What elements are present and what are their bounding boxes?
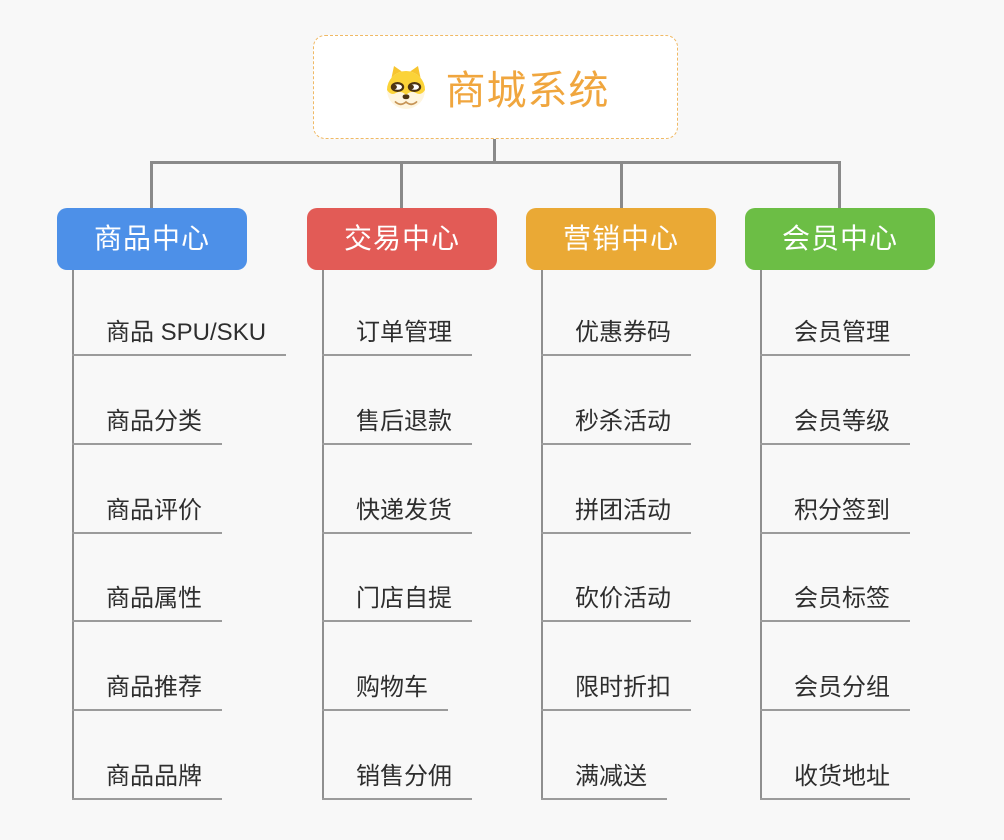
leaf-node[interactable]: 商品分类 [72,405,222,445]
leaf-node[interactable]: 售后退款 [322,405,472,445]
leaf-node[interactable]: 商品推荐 [72,671,222,711]
leaf-node[interactable]: 订单管理 [322,316,472,356]
leaf-node[interactable]: 积分签到 [760,494,910,534]
trunk-line-trade [322,270,324,800]
leaf-node[interactable]: 购物车 [322,671,448,711]
leaf-node[interactable]: 会员分组 [760,671,910,711]
trunk-line-product [72,270,74,800]
leaf-node[interactable]: 拼团活动 [541,494,691,534]
branch-node-product-center[interactable]: 商品中心 [57,208,247,270]
leaf-node[interactable]: 商品属性 [72,582,222,622]
connector-horizontal [150,161,841,164]
leaf-node[interactable]: 商品 SPU/SKU [72,316,287,356]
connector-drop-member [838,161,841,208]
connector-root-drop [493,139,496,162]
branch-node-trade-center[interactable]: 交易中心 [307,208,497,270]
leaf-node[interactable]: 收货地址 [760,760,910,800]
trunk-line-marketing [541,270,543,800]
leaf-node[interactable]: 会员等级 [760,405,910,445]
leaf-node[interactable]: 满减送 [541,760,667,800]
shiba-dog-face-icon [386,66,425,109]
root-node[interactable]: 商城系统 [313,35,678,139]
connector-drop-marketing [620,161,623,208]
trunk-line-member [760,270,762,800]
connector-drop-product [150,161,153,208]
leaf-node[interactable]: 快递发货 [322,494,472,534]
leaf-node[interactable]: 商品品牌 [72,760,222,800]
leaf-node[interactable]: 优惠券码 [541,316,691,356]
connector-drop-trade [400,161,403,208]
leaf-node[interactable]: 会员管理 [760,316,910,356]
leaf-node[interactable]: 门店自提 [322,582,472,622]
root-node-label: 商城系统 [445,69,610,113]
leaf-node[interactable]: 砍价活动 [541,582,691,622]
leaf-node[interactable]: 销售分佣 [322,760,472,800]
leaf-node[interactable]: 限时折扣 [541,671,691,711]
branch-node-marketing-center[interactable]: 营销中心 [526,208,716,270]
leaf-node[interactable]: 秒杀活动 [541,405,691,445]
leaf-node[interactable]: 商品评价 [72,494,222,534]
branch-node-member-center[interactable]: 会员中心 [745,208,935,270]
leaf-node[interactable]: 会员标签 [760,582,910,622]
